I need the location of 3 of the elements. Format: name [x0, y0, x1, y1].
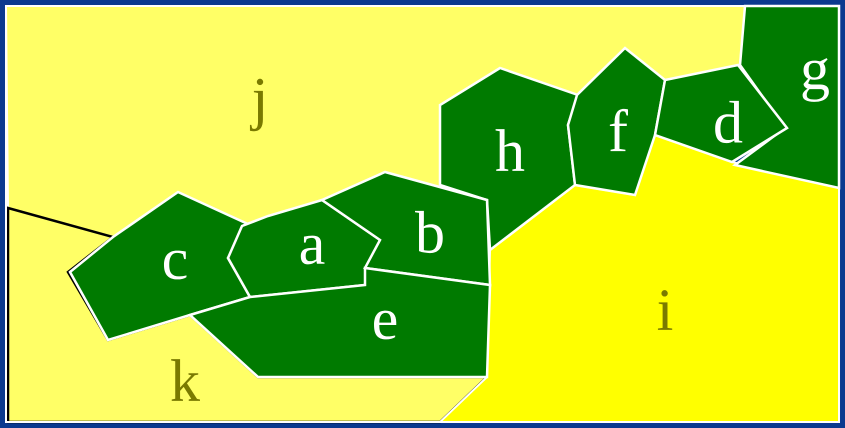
- map-region: a: [226, 198, 382, 298]
- map-region: f: [566, 46, 666, 196]
- map-region: d: [654, 64, 789, 164]
